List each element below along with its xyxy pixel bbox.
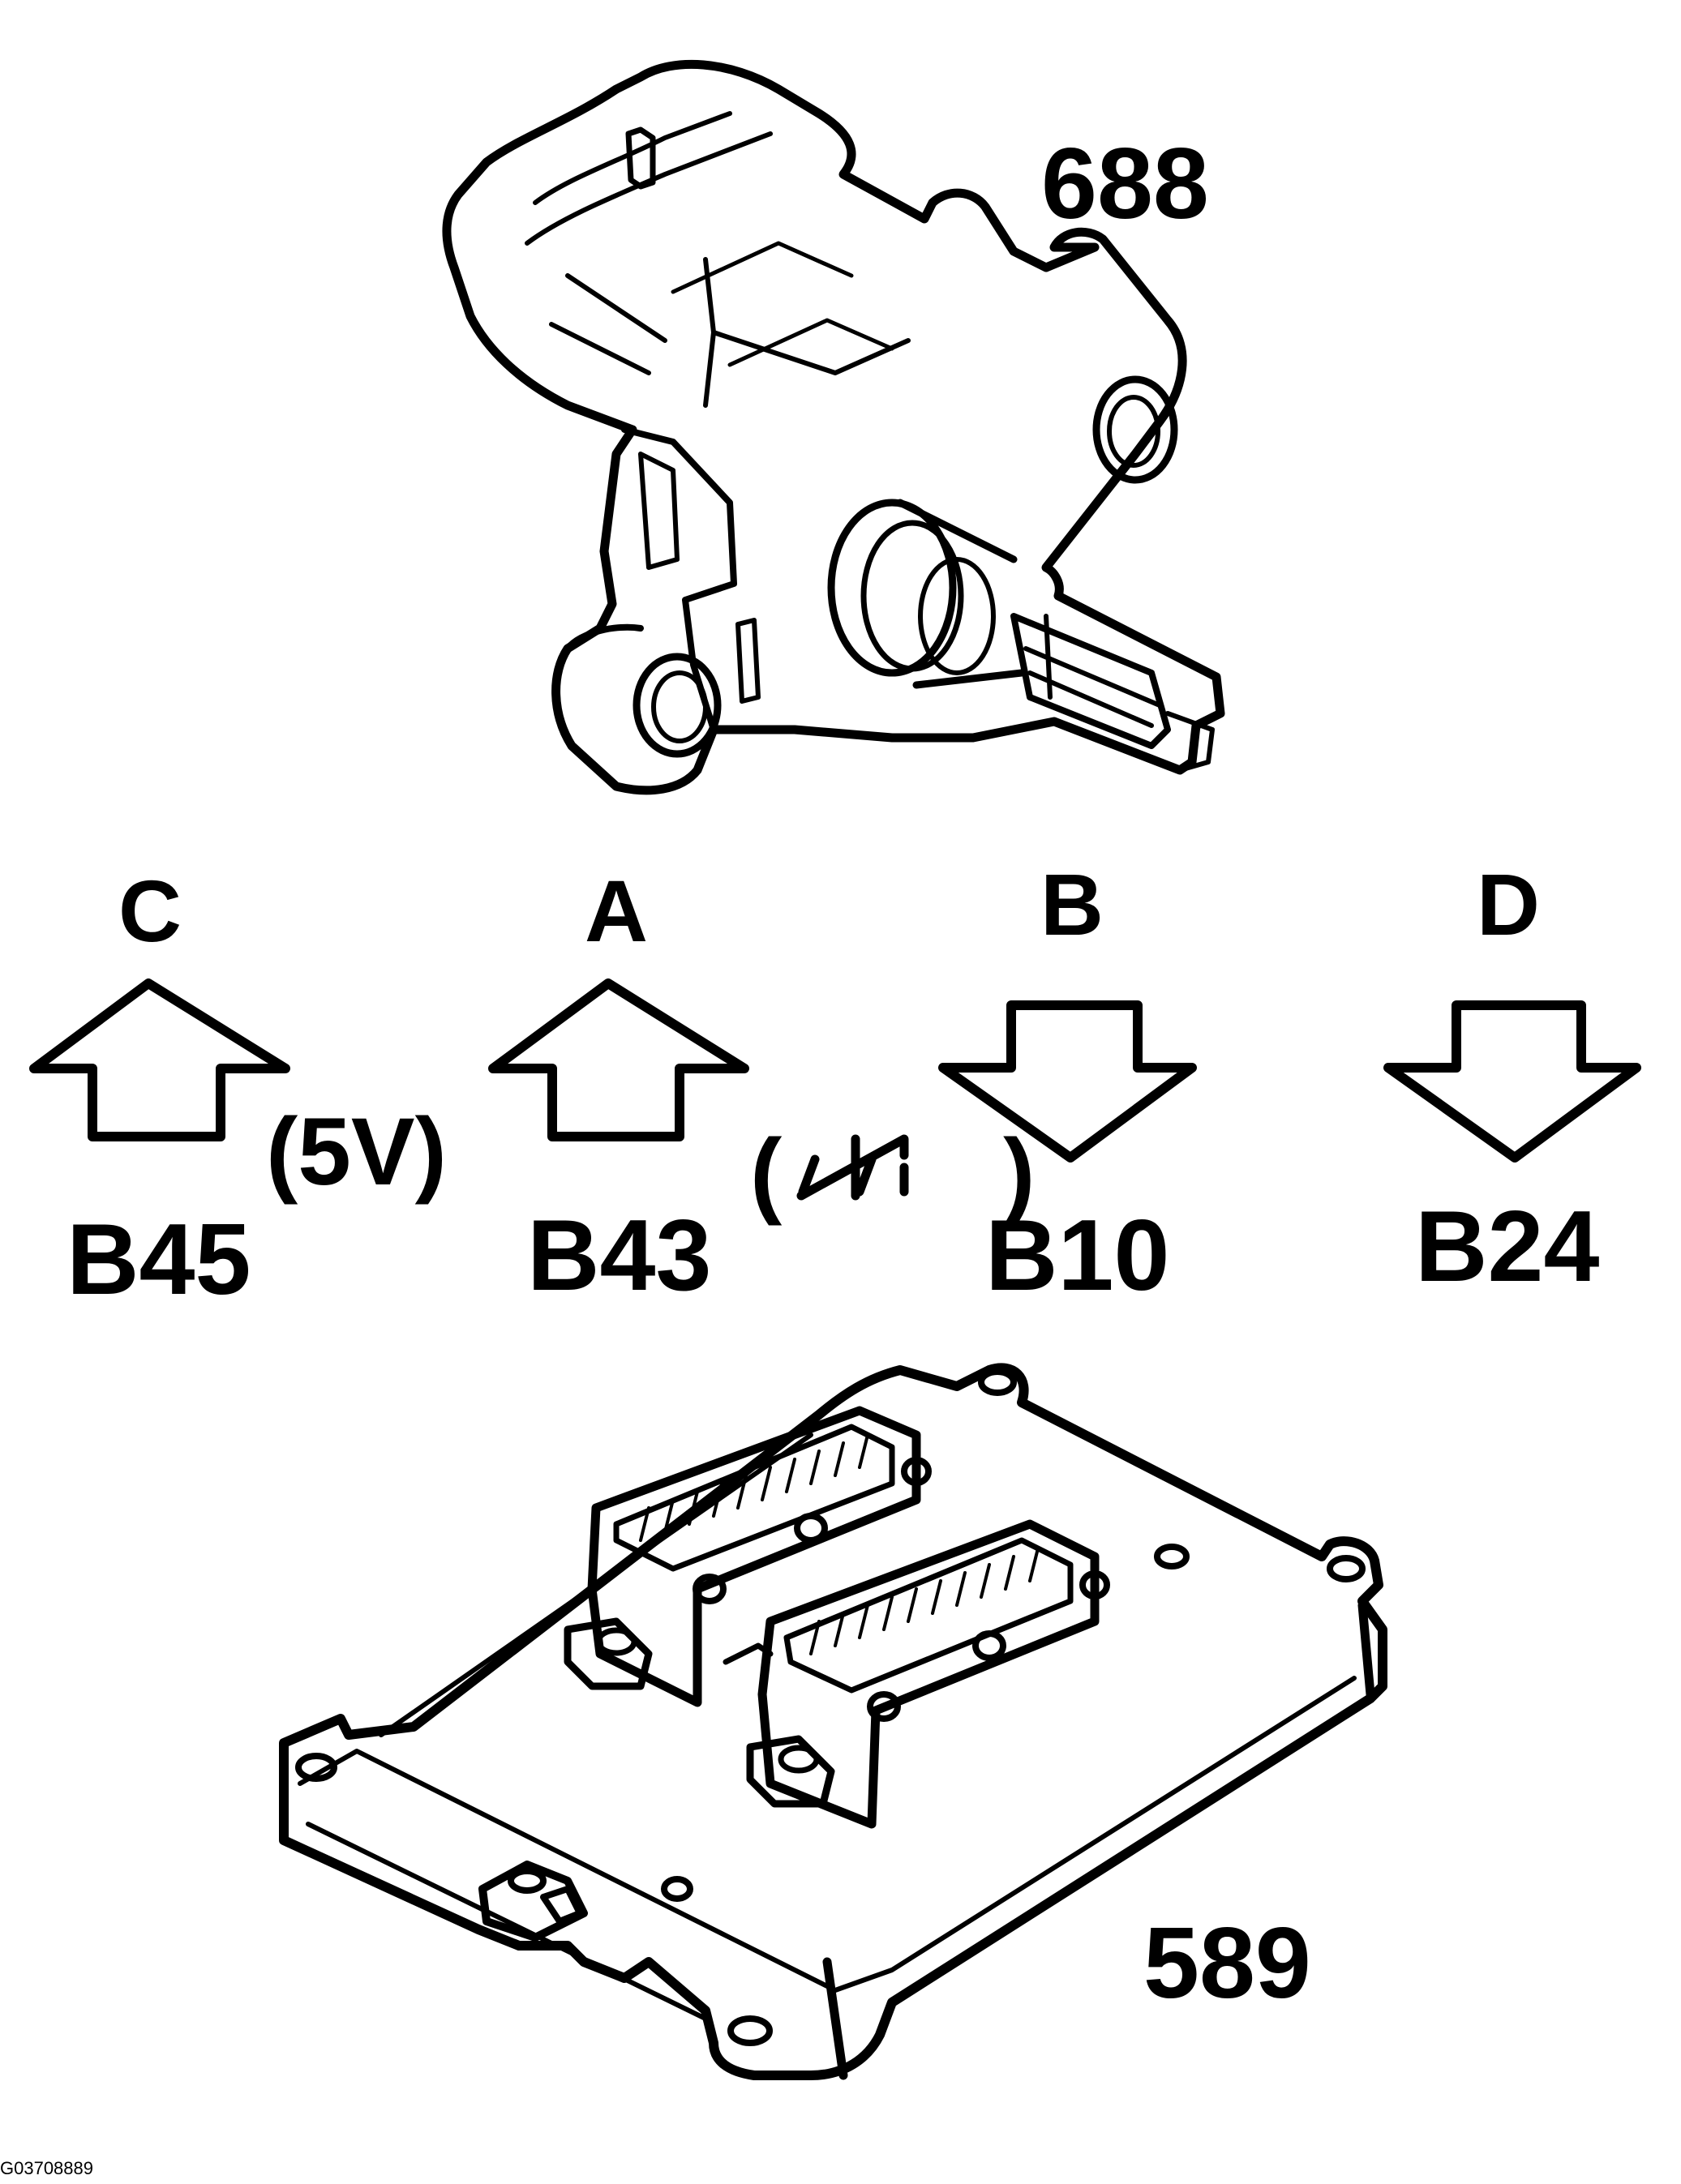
sensor-part-number: 688 [1041,128,1209,240]
ground-symbol-icon [796,1134,909,1201]
pressure-sensor-drawing [442,59,1225,795]
arrow-down-b [938,1000,1197,1163]
pin-letter-a: A [585,862,648,960]
ecm-module-drawing [279,1363,1387,2080]
arrow-up-a [488,979,749,1141]
arrow-down-d [1383,1000,1641,1163]
arrow-up-c [29,979,290,1141]
pin-letter-d: D [1477,855,1540,953]
figure-id: G03708889 [0,2158,93,2178]
ecm-part-number: 589 [1143,1908,1311,2019]
terminal-b45: B45 [66,1204,251,1316]
terminal-b10: B10 [985,1200,1170,1312]
pin-letter-b: B [1040,855,1104,953]
ground-note-parentheses: ( ) [750,1120,1133,1227]
terminal-b24: B24 [1415,1191,1600,1303]
terminal-b43: B43 [527,1200,712,1312]
pin-letter-c: C [118,862,182,960]
supply-voltage-note: (5V) [266,1098,447,1205]
